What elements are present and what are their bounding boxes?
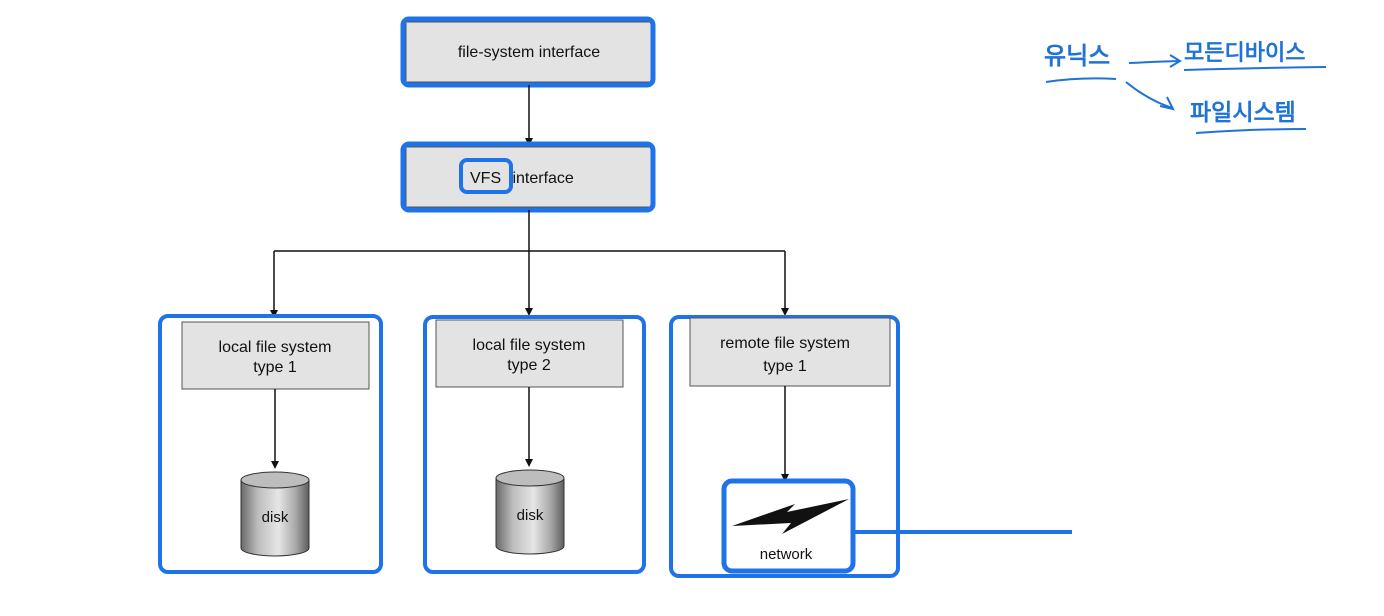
vfs-interface-box: VFS interface bbox=[400, 141, 656, 213]
annotation-all-devices: 모든디바이스 bbox=[1184, 41, 1305, 66]
remote-line2: type 1 bbox=[763, 358, 807, 375]
local-file-system-type-1-panel: local file system type 1 disk bbox=[158, 314, 383, 574]
file-system-interface-label: file-system interface bbox=[458, 44, 600, 61]
local-file-system-type-2-panel: local file system type 2 disk bbox=[423, 315, 646, 574]
remote-file-system-type-1-panel: remote file system type 1 network bbox=[669, 315, 1072, 578]
annotation-file-system: 파일시스템 bbox=[1190, 100, 1296, 126]
disk-icon bbox=[495, 469, 565, 555]
vfs-label: VFS bbox=[470, 170, 501, 187]
local1-line1: local file system bbox=[219, 339, 332, 356]
handwritten-annotation: 유닉스 모든디바이스 파일시스템 bbox=[1044, 41, 1327, 134]
network-label: network bbox=[760, 546, 813, 563]
network-highlight-box bbox=[721, 478, 856, 574]
file-system-interface-box: file-system interface bbox=[400, 16, 656, 88]
branch-connectors bbox=[270, 210, 789, 318]
local1-line2: type 1 bbox=[253, 359, 297, 376]
remote-line1: remote file system bbox=[720, 335, 850, 352]
annotation-unix: 유닉스 bbox=[1044, 42, 1110, 70]
local2-line1: local file system bbox=[473, 337, 586, 354]
network-bolt-icon bbox=[732, 499, 849, 534]
disk-icon bbox=[240, 471, 310, 557]
disk-label: disk bbox=[262, 509, 289, 526]
vfs-highlight-box bbox=[459, 158, 513, 194]
local2-line2: type 2 bbox=[507, 357, 551, 374]
disk-label: disk bbox=[517, 507, 544, 524]
vfs-interface-label: interface bbox=[508, 170, 574, 187]
